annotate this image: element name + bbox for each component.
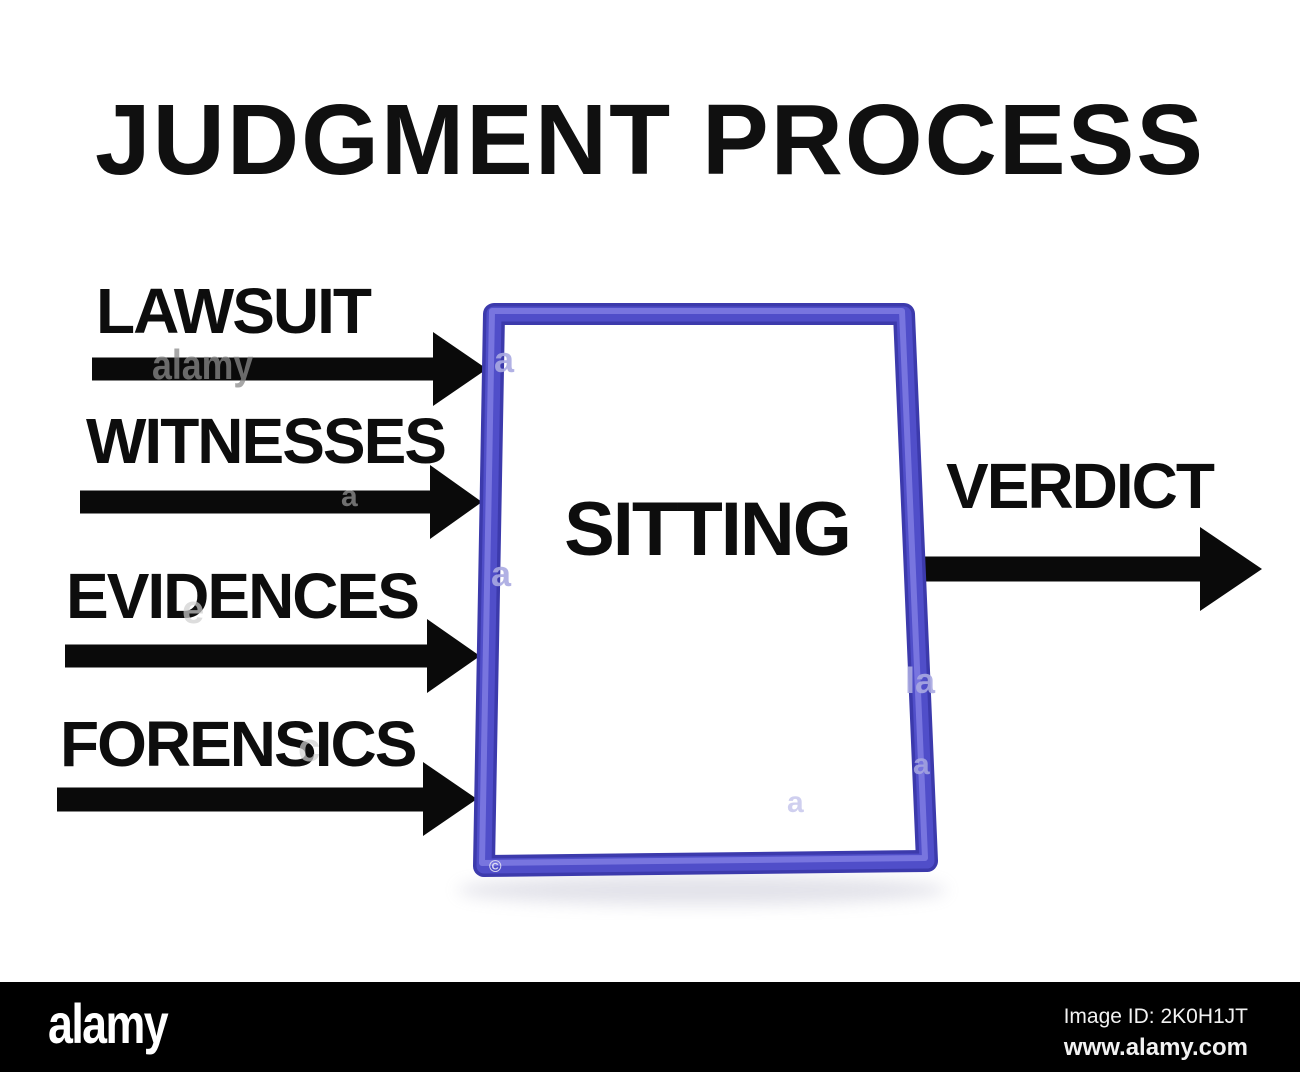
forensics-arrow bbox=[57, 762, 477, 836]
watermark-letter: la bbox=[905, 660, 936, 701]
lawsuit-arrow bbox=[92, 332, 487, 406]
watermark-letter: a bbox=[494, 339, 515, 380]
image-id-text: Image ID: 2K0H1JT bbox=[1063, 1005, 1248, 1028]
verdict-arrow bbox=[908, 527, 1262, 611]
process-label-sitting: SITTING bbox=[564, 487, 852, 572]
alamy-logo: alamy bbox=[48, 992, 169, 1055]
watermark-letter: a bbox=[491, 553, 512, 594]
page-title: JUDGMENT PROCESS bbox=[95, 84, 1205, 196]
footer-credits: Image ID: 2K0H1JT www.alamy.com bbox=[1064, 1006, 1248, 1060]
input-label-lawsuit: LAWSUIT bbox=[96, 275, 372, 347]
frame-shadow bbox=[457, 875, 947, 905]
output-label-verdict: VERDICT bbox=[946, 450, 1215, 522]
watermark-copyright-mark: © bbox=[489, 857, 502, 876]
watermark-alamy-text: alamy bbox=[152, 341, 254, 388]
watermark-letter: c bbox=[298, 726, 321, 770]
input-label-forensics: FORENSICS bbox=[60, 708, 417, 780]
watermark-letter: a bbox=[787, 786, 804, 819]
watermark-letter: a bbox=[341, 480, 358, 513]
input-label-witnesses: WITNESSES bbox=[86, 405, 447, 477]
alamy-url-text: www.alamy.com bbox=[1063, 1034, 1248, 1061]
sitting-frame bbox=[473, 303, 938, 877]
witnesses-arrow bbox=[80, 465, 482, 539]
watermark-letter: a bbox=[913, 748, 930, 781]
evidences-arrow bbox=[65, 619, 480, 693]
watermark-letter: e bbox=[182, 588, 205, 632]
input-label-evidences: EVIDENCES bbox=[66, 560, 420, 632]
footer-bar bbox=[0, 982, 1300, 1072]
